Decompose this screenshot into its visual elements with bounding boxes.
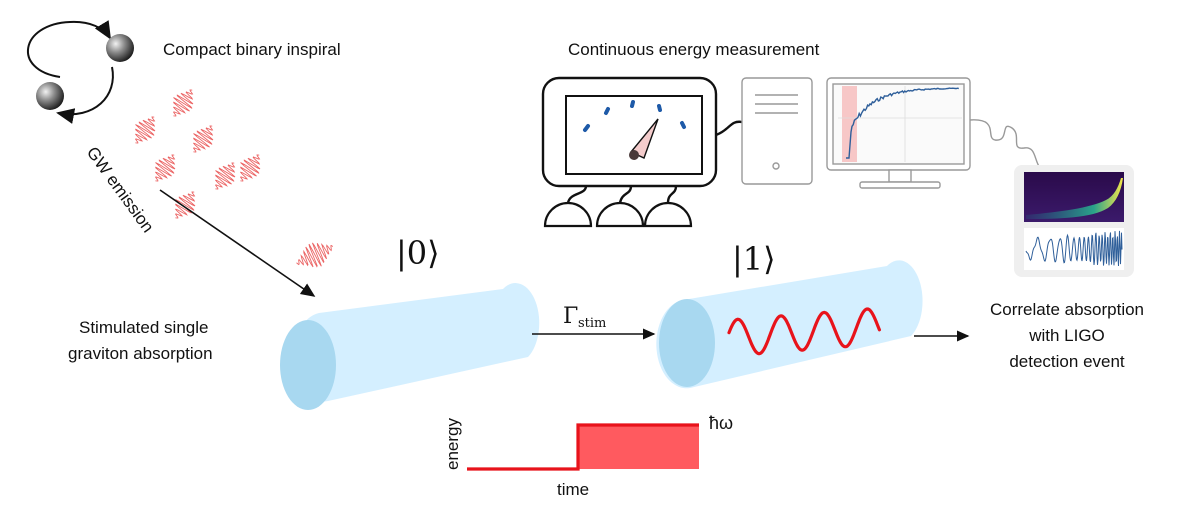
strain-waveform (1025, 230, 1123, 267)
step-fill (578, 425, 699, 469)
probe-cable (618, 185, 633, 204)
graviton-wave (727, 307, 881, 356)
state-ground-label: |0⟩ (396, 234, 440, 272)
gw-wave-packet (296, 242, 334, 268)
orbit-arrow-bottom (56, 66, 114, 124)
probe-dome (643, 201, 693, 228)
gw-wave-packet (155, 154, 176, 182)
probe-cable (566, 185, 588, 204)
gw-wave-packet (173, 89, 194, 117)
power-button (772, 162, 780, 170)
gw-wave-packet (240, 154, 261, 182)
meter-computer-cable (715, 120, 743, 137)
gw-arrow (159, 189, 316, 297)
inspiral-label: Compact binary inspiral (163, 40, 341, 59)
meter-pivot (629, 150, 639, 160)
monitor-neck (888, 169, 912, 183)
hbar-omega-label: ħω (709, 413, 733, 433)
meter-tick (657, 104, 662, 112)
gamma-subscript: stim (578, 316, 606, 331)
correlate-label-line2: with LIGO (1028, 326, 1105, 345)
meter-tick (680, 121, 686, 129)
orbit-arrow-top (26, 20, 112, 78)
cylinder-face (659, 299, 715, 387)
detector-excited-state (656, 260, 923, 389)
correlate-label-line1: Correlate absorption (990, 300, 1144, 319)
cylinder-body (293, 283, 540, 402)
energy-trace (846, 87, 960, 159)
meter-tick (604, 107, 610, 115)
binary-inspiral (26, 20, 134, 124)
probe-dome (543, 201, 593, 228)
absorption-label-line2: graviton absorption (68, 344, 213, 363)
monitor-plot (838, 86, 962, 162)
meter-face (565, 95, 703, 175)
chirp-track (1026, 178, 1123, 219)
gw-wave-packet (175, 191, 196, 219)
state-excited-label: |1⟩ (732, 240, 776, 278)
gw-wave-packet (193, 125, 214, 153)
energy-axis-label: energy (443, 418, 462, 470)
meter-ticks (583, 100, 686, 132)
measurement-label: Continuous energy measurement (568, 40, 820, 59)
meter-tick (630, 100, 635, 108)
meter-tick (583, 124, 590, 132)
time-axis-label: time (557, 480, 589, 499)
energy-meter (541, 76, 743, 228)
monitor-base (859, 181, 941, 189)
absorption-label-line1: Stimulated single (79, 318, 208, 337)
plot-highlight (842, 86, 857, 162)
probe-cable (666, 185, 678, 204)
gw-emission-label: GW emission (83, 143, 158, 236)
cylinder-face (280, 320, 336, 410)
correlate-label-line3: detection event (1009, 352, 1125, 371)
ligo-panel (1014, 165, 1134, 277)
gw-wave-packet (135, 116, 156, 144)
gamma-symbol: Γ (563, 304, 578, 329)
black-hole-1 (106, 34, 134, 62)
step-line (467, 423, 699, 471)
detector-ground-state (280, 283, 540, 410)
black-hole-2 (36, 82, 64, 110)
computer-ligo-cable (969, 119, 1041, 169)
gw-wave-packet (215, 162, 236, 190)
gw-wave-packets (135, 89, 334, 268)
probe-dome (595, 201, 645, 228)
energy-step-plot: ħω energy time (443, 413, 733, 499)
